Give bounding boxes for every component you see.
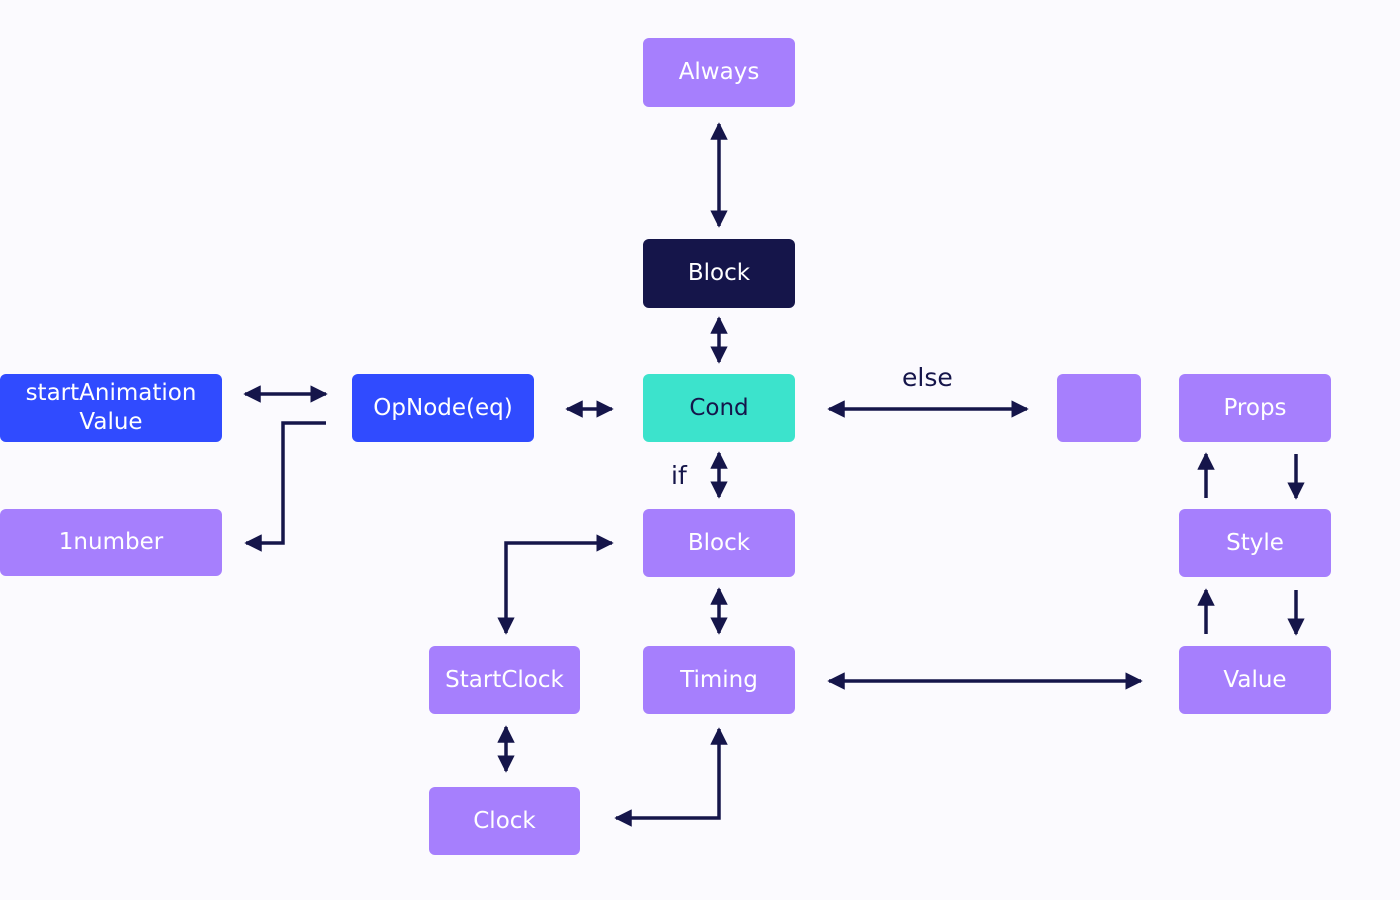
node-props: Props xyxy=(1179,374,1331,442)
label-else: else xyxy=(902,363,953,392)
node-timing: Timing xyxy=(643,646,795,714)
node-clock: Clock xyxy=(429,787,580,855)
node-1number: 1number xyxy=(0,509,222,576)
node-always: Always xyxy=(643,38,795,107)
arrow-block-startclock xyxy=(497,534,614,635)
node-cond: Cond xyxy=(643,374,795,442)
arrow-opnode-1number xyxy=(244,421,326,552)
node-style: Style xyxy=(1179,509,1331,577)
node-block-if: Block xyxy=(643,509,795,577)
node-block-top: Block xyxy=(643,239,795,308)
node-start-clock: StartClock xyxy=(429,646,580,714)
node-empty xyxy=(1057,374,1141,442)
node-value: Value xyxy=(1179,646,1331,714)
label-if: if xyxy=(671,461,687,490)
node-opnode-eq: OpNode(eq) xyxy=(352,374,534,442)
node-start-animation-value: startAnimation Value xyxy=(0,374,222,442)
arrow-timing-clock xyxy=(614,727,728,827)
